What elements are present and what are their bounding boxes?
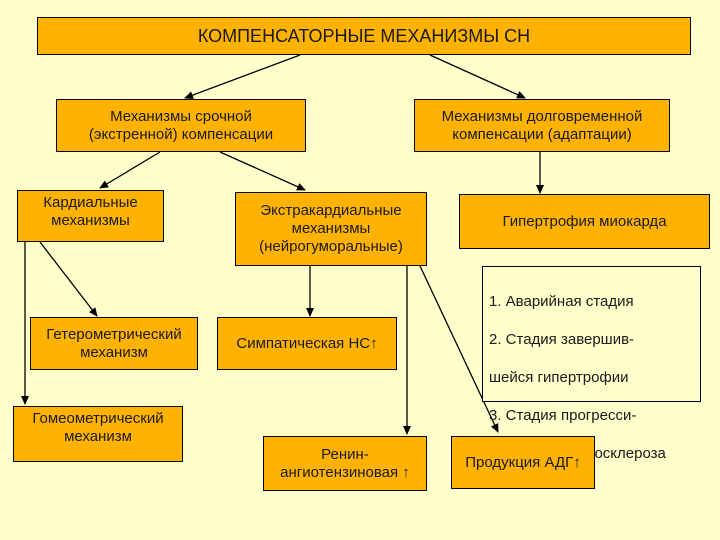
arrow-cardiac-to-heterometric [39,241,98,317]
homeometric-mechanism-box: Гомеометрический механизм [13,406,183,462]
heterometric-mechanism-box: Гетерометрический механизм [30,317,198,370]
stage-line: 3. Стадия прогресси- [489,407,637,424]
renin-angiotensin-box: Ренин- ангиотензиновая ↑ [263,436,427,491]
stage-line: 1. Аварийная стадия [489,293,634,310]
arrow-urgent-to-extracardiac [219,151,306,191]
arrow-title-to-longterm [429,54,526,99]
urgent-compensation-box: Механизмы срочной (экстренной) компенсац… [56,99,306,152]
sympathetic-ns-box: Симпатическая НС↑ [217,317,397,370]
arrow-urgent-to-cardiac [99,151,161,189]
arrow-extracardiac-to-adh [419,265,499,433]
adh-production-box: Продукция АДГ↑ [451,436,595,489]
stage-line: шейся гипертрофии [489,369,629,386]
stage-line: 2. Стадия завершив- [489,331,635,348]
extracardiac-mechanisms-box: Экстракардиальные механизмы (нейрогумора… [235,192,427,266]
myocardial-hypertrophy-box: Гипертрофия миокарда [459,194,710,249]
arrow-title-to-urgent [184,54,301,99]
hypertrophy-stages-box: 1. Аварийная стадия 2. Стадия завершив- … [482,266,701,462]
cardiac-mechanisms-box: Кардиальные механизмы [17,190,164,242]
long-term-compensation-box: Механизмы долговременной компенсации (ад… [414,99,670,152]
title-box: КОМПЕНСАТОРНЫЕ МЕХАНИЗМЫ СН [37,17,691,55]
